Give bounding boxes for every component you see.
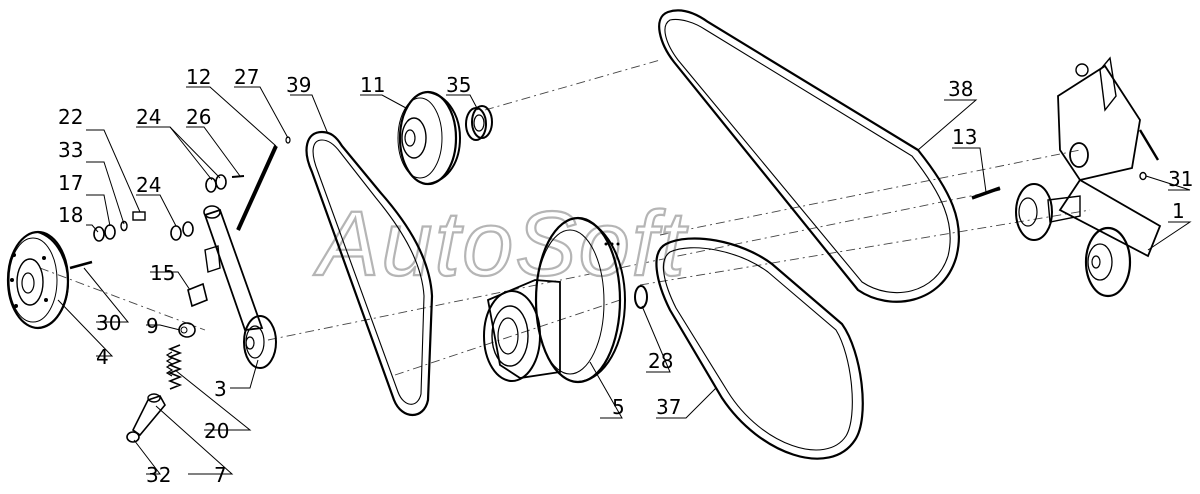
callout-7: 7 <box>214 463 227 487</box>
part-9-bushing <box>178 322 196 338</box>
callout-32: 32 <box>146 463 171 487</box>
callout-30: 30 <box>96 311 121 335</box>
callout-26: 26 <box>186 105 211 129</box>
callout-24-mid: 24 <box>136 173 161 197</box>
callout-39: 39 <box>286 73 311 97</box>
part-4-pulley <box>6 230 70 330</box>
callout-leaders <box>57 86 1192 475</box>
part-27-rod <box>236 136 291 231</box>
callout-15: 15 <box>150 261 175 285</box>
part-32-nut <box>126 431 140 443</box>
callout-28: 28 <box>648 349 673 373</box>
callout-4: 4 <box>96 345 109 369</box>
callout-22: 22 <box>58 105 83 129</box>
part-1-bracket-assembly <box>1015 56 1162 298</box>
callout-3: 3 <box>214 377 227 401</box>
part-37-belt <box>655 237 864 460</box>
assembly-axis-lines <box>39 59 1091 376</box>
part-20-spring <box>165 344 183 390</box>
callout-27: 27 <box>234 65 259 89</box>
part-5-main-pulley <box>483 216 627 384</box>
part-31-nut <box>1139 171 1147 181</box>
callout-12: 12 <box>186 65 211 89</box>
small-hardware-left <box>69 211 146 270</box>
callout-17: 17 <box>58 171 83 195</box>
callout-18: 18 <box>58 203 83 227</box>
callout-1: 1 <box>1172 199 1185 223</box>
watermark-text: AutoSoft <box>313 193 688 295</box>
part-11-pulley <box>397 90 462 186</box>
part-15-bracket <box>187 245 221 308</box>
callout-24-top: 24 <box>136 105 161 129</box>
part-39-belt <box>305 130 434 417</box>
callout-labels: 22 33 17 18 30 4 24 26 12 27 24 15 9 3 2… <box>58 65 1193 487</box>
part-3-tensioner-arm <box>203 205 277 369</box>
callout-9: 9 <box>146 314 159 338</box>
part-35-bearing <box>465 105 493 141</box>
callout-20: 20 <box>204 419 229 443</box>
callout-11: 11 <box>360 73 385 97</box>
callout-31: 31 <box>1168 167 1193 191</box>
callout-35: 35 <box>446 73 471 97</box>
callout-13: 13 <box>952 125 977 149</box>
callout-37: 37 <box>656 395 681 419</box>
part-13-pin <box>971 186 1001 200</box>
callout-5: 5 <box>612 395 625 419</box>
callout-38: 38 <box>948 77 973 101</box>
part-7-stud <box>131 393 166 437</box>
callout-33: 33 <box>58 138 83 162</box>
part-38-belt <box>658 9 960 303</box>
part-28-snap-ring <box>634 285 648 309</box>
